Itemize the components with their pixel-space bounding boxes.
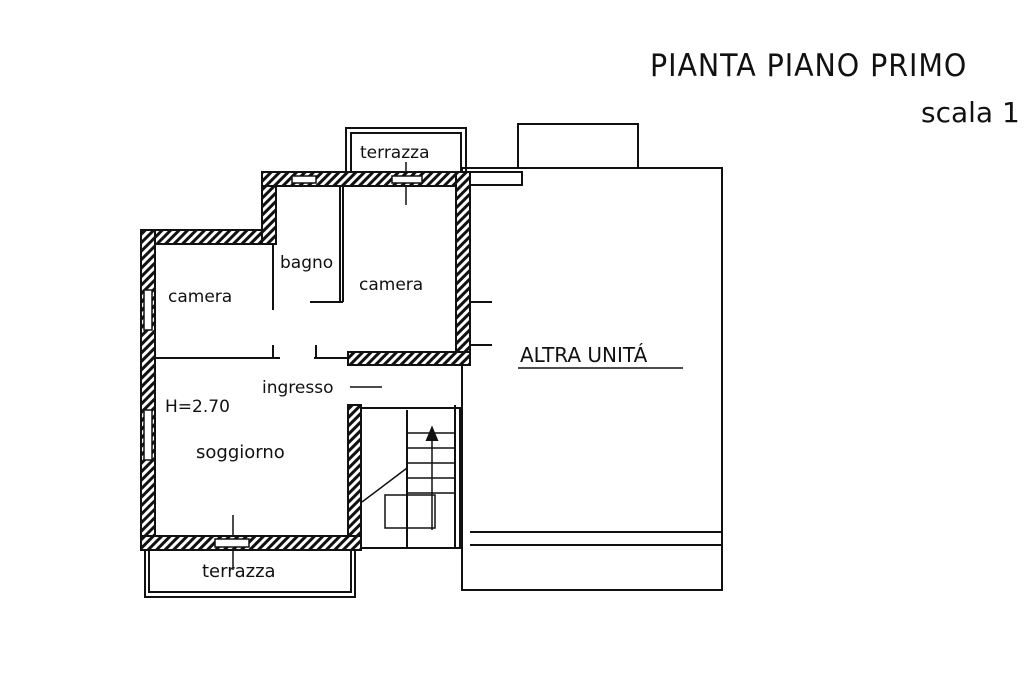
other-unit-label: ALTRA UNITÁ: [520, 343, 648, 367]
other-unit-annex: [517, 123, 639, 169]
terrace-bottom-label: terrazza: [202, 561, 276, 582]
bathroom-label: bagno: [280, 253, 333, 273]
other-unit-outline: [461, 167, 723, 591]
entrance-label: ingresso: [262, 378, 333, 398]
terrace-top-label: terrazza: [360, 143, 430, 163]
plan-scale: scala 1: [921, 96, 1020, 129]
stair-direction-arrow-icon: [425, 425, 439, 441]
ceiling-height-label: H=2.70: [165, 397, 230, 417]
bedroom-left-label: camera: [168, 287, 232, 307]
plan-title: PIANTA PIANO PRIMO: [650, 48, 968, 84]
living-room-label: soggiorno: [196, 442, 285, 463]
bedroom-right-label: camera: [359, 275, 423, 295]
